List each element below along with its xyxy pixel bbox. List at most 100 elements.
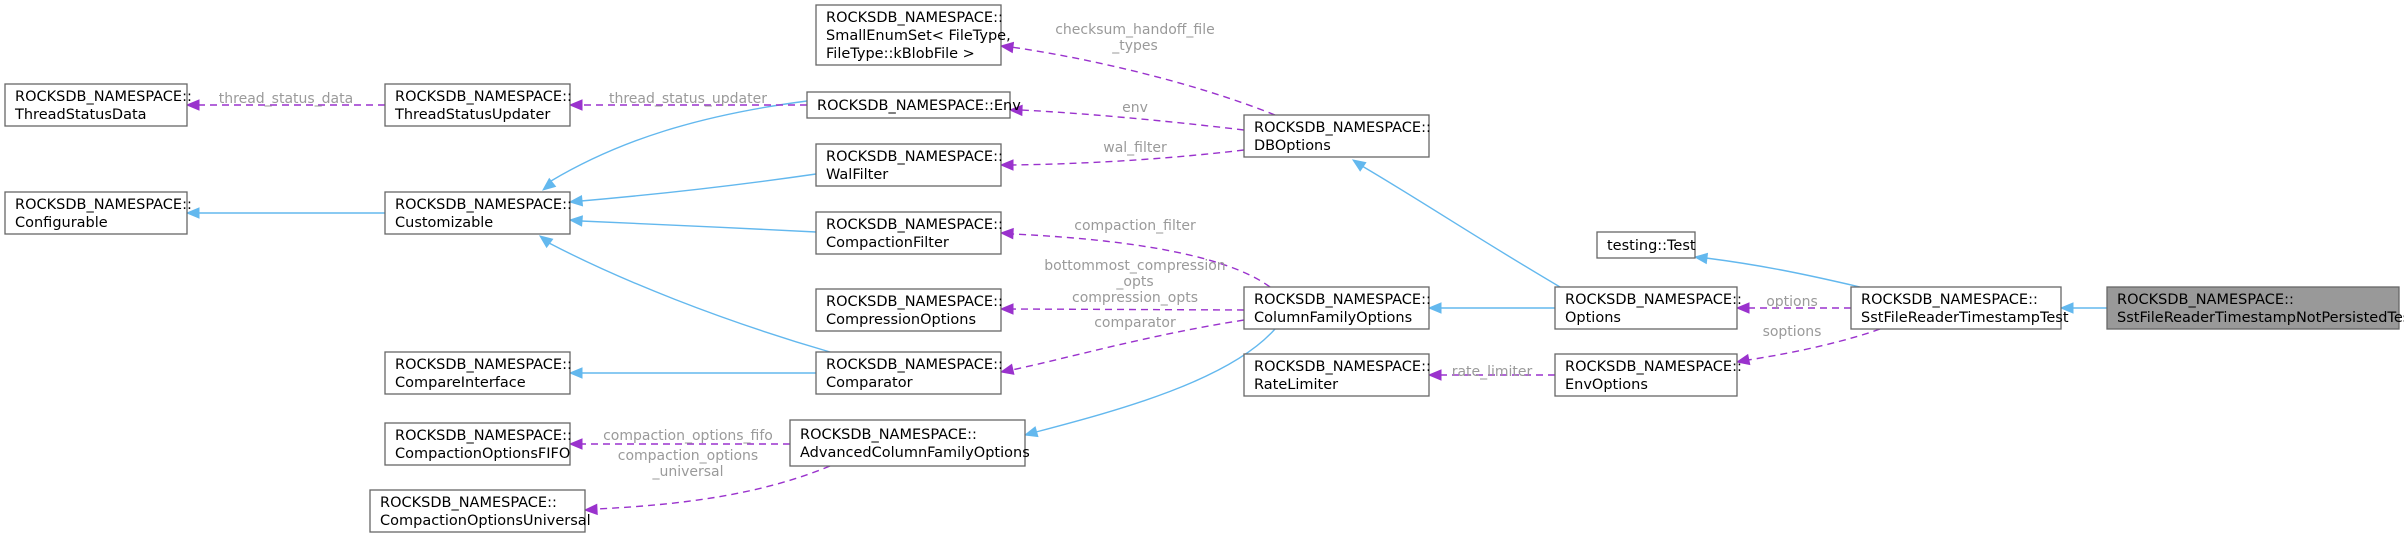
edge-label-group: compaction_filter	[1074, 218, 1196, 234]
node-rate-limiter[interactable]: ROCKSDB_NAMESPACE::RateLimiter	[1243, 353, 1431, 397]
edge-env-to-threadstatusupdater	[568, 99, 807, 111]
node-configurable-box	[4, 191, 188, 235]
edge-compactionfilter-to-customizable	[568, 215, 817, 233]
edge-dboptions-to-smallenumset	[999, 41, 1276, 116]
node-cf-options[interactable]: ROCKSDB_NAMESPACE::ColumnFamilyOptions	[1243, 286, 1431, 330]
node-sst-reader-not-persisted[interactable]: ROCKSDB_NAMESPACE::SstFileReaderTimestam…	[2106, 286, 2404, 330]
edge-sstreader-to-envoptions-line	[1747, 328, 1881, 361]
node-thread-status-updater-label-line: ROCKSDB_NAMESPACE::	[395, 89, 572, 105]
node-compare-interface-box	[384, 351, 571, 395]
node-compression-options[interactable]: ROCKSDB_NAMESPACE::CompressionOptions	[815, 288, 1003, 332]
node-compaction-options-universal[interactable]: ROCKSDB_NAMESPACE::CompactionOptionsUniv…	[369, 489, 591, 533]
node-thread-status-updater[interactable]: ROCKSDB_NAMESPACE::ThreadStatusUpdater	[384, 83, 572, 127]
edge-cfoptions-to-advanced	[1023, 328, 1276, 438]
edge-label-checksum-handoff: _types	[1111, 38, 1158, 54]
edge-label-checksum-handoff: checksum_handoff_file	[1055, 22, 1215, 38]
node-small-enum-set-box	[815, 4, 1002, 66]
node-small-enum-set-label-line: FileType::kBlobFile >	[826, 46, 975, 62]
edge-envoptions-to-ratelimiter	[1427, 369, 1555, 381]
node-compaction-filter[interactable]: ROCKSDB_NAMESPACE::CompactionFilter	[815, 211, 1003, 255]
edge-comparator-to-customizable-line	[548, 242, 831, 353]
node-options-box	[1554, 286, 1738, 330]
node-env-label-line: ROCKSDB_NAMESPACE::Env	[817, 98, 1021, 114]
node-customizable-label-line: ROCKSDB_NAMESPACE::	[395, 197, 572, 213]
node-compaction-options-fifo-label-line: CompactionOptionsFIFO	[395, 446, 570, 462]
edge-customizable-to-configurable-arrowhead	[185, 207, 200, 219]
edge-comparator-to-compareinterface-arrowhead	[568, 367, 583, 379]
node-env-options[interactable]: ROCKSDB_NAMESPACE::EnvOptions	[1554, 353, 1742, 397]
edge-advanced-to-universal	[583, 465, 831, 516]
edge-label-group: thread_status_updater	[609, 91, 767, 107]
node-wal-filter-box	[815, 143, 1002, 187]
node-compaction-options-universal-box	[369, 489, 586, 533]
node-cf-options-box	[1243, 286, 1430, 330]
edge-advanced-to-universal-line	[595, 465, 831, 510]
node-thread-status-data-box	[4, 83, 188, 127]
node-customizable[interactable]: ROCKSDB_NAMESPACE::Customizable	[384, 191, 572, 235]
node-db-options-label-line: DBOptions	[1254, 138, 1331, 154]
edge-label-group: env	[1122, 100, 1148, 116]
edge-label-env: env	[1122, 100, 1148, 116]
edge-label-compaction-options-fifo: compaction_options_fifo	[603, 428, 773, 444]
edge-label-options: options	[1766, 294, 1818, 310]
node-sst-reader-test-label-line: ROCKSDB_NAMESPACE::	[1861, 292, 2038, 308]
node-env[interactable]: ROCKSDB_NAMESPACE::Env	[806, 91, 1021, 119]
node-configurable[interactable]: ROCKSDB_NAMESPACE::Configurable	[4, 191, 192, 235]
node-sst-reader-test[interactable]: ROCKSDB_NAMESPACE::SstFileReaderTimestam…	[1850, 286, 2069, 330]
node-rate-limiter-label-line: ROCKSDB_NAMESPACE::	[1254, 359, 1431, 375]
node-compression-options-label-line: ROCKSDB_NAMESPACE::	[826, 294, 1003, 310]
node-comparator-label-line: ROCKSDB_NAMESPACE::	[826, 357, 1003, 373]
edge-customizable-to-configurable	[185, 207, 385, 219]
node-env-box	[806, 91, 1011, 119]
edge-walfilter-to-customizable-arrowhead	[568, 195, 584, 207]
node-compaction-filter-label-line: ROCKSDB_NAMESPACE::	[826, 217, 1003, 233]
node-compare-interface[interactable]: ROCKSDB_NAMESPACE::CompareInterface	[384, 351, 572, 395]
edge-compactionfilter-to-customizable-arrowhead	[568, 215, 583, 227]
node-advanced-cf-options[interactable]: ROCKSDB_NAMESPACE::AdvancedColumnFamilyO…	[789, 419, 1030, 467]
node-options-label-line: ROCKSDB_NAMESPACE::	[1565, 292, 1742, 308]
node-compaction-filter-label-line: CompactionFilter	[826, 235, 949, 251]
edge-notpersisted-to-sstreader-arrowhead	[2059, 302, 2074, 314]
edge-threadstatusupdater-to-threadstatusdata	[185, 99, 385, 111]
edge-label-group: comparator	[1094, 315, 1176, 331]
edge-envoptions-to-ratelimiter-arrowhead	[1427, 369, 1442, 381]
edge-cfoptions-to-compactionfilter	[999, 227, 1271, 288]
node-comparator[interactable]: ROCKSDB_NAMESPACE::Comparator	[815, 351, 1003, 395]
edge-label-rate-limiter: rate_limiter	[1452, 364, 1533, 380]
edge-comparator-to-customizable	[538, 235, 831, 353]
edge-dboptions-to-env	[1008, 104, 1245, 131]
edge-threadstatusupdater-to-threadstatusdata-arrowhead	[185, 99, 200, 111]
node-wal-filter[interactable]: ROCKSDB_NAMESPACE::WalFilter	[815, 143, 1003, 187]
node-thread-status-data[interactable]: ROCKSDB_NAMESPACE::ThreadStatusData	[4, 83, 192, 127]
node-compaction-filter-box	[815, 211, 1002, 255]
node-db-options[interactable]: ROCKSDB_NAMESPACE::DBOptions	[1243, 114, 1431, 158]
edge-sstreader-to-options	[1735, 302, 1851, 314]
edge-label-group: bottommost_compression	[1044, 258, 1225, 274]
edge-cfoptions-to-compactionfilter-arrowhead	[999, 227, 1014, 240]
edge-dboptions-to-walfilter-arrowhead	[999, 159, 1014, 171]
edge-label-bottommost-compression: bottommost_compression	[1044, 258, 1225, 274]
node-sst-reader-not-persisted-box	[2106, 286, 2400, 330]
node-options-label-line: Options	[1565, 310, 1621, 326]
node-compaction-options-fifo-label-line: ROCKSDB_NAMESPACE::	[395, 428, 572, 444]
node-testing-test[interactable]: testing::Test	[1596, 231, 1696, 259]
edge-env-to-customizable	[541, 100, 808, 191]
edge-env-to-customizable-line	[550, 100, 808, 182]
node-options[interactable]: ROCKSDB_NAMESPACE::Options	[1554, 286, 1742, 330]
edge-dboptions-to-smallenumset-line	[1010, 46, 1276, 116]
edge-label-soptions: soptions	[1763, 324, 1822, 340]
edge-advanced-to-fifo	[568, 438, 790, 450]
node-compaction-options-fifo[interactable]: ROCKSDB_NAMESPACE::CompactionOptionsFIFO	[384, 422, 572, 466]
edge-sstreader-to-envoptions	[1735, 328, 1881, 366]
edge-label-group: compaction_options_fifo	[603, 428, 773, 444]
edge-label-thread-status-data: thread_status_data	[219, 91, 353, 107]
edge-label-compaction-filter: compaction_filter	[1074, 218, 1196, 234]
edge-env-to-threadstatusupdater-arrowhead	[568, 99, 583, 111]
edge-label-bottommost-compression: _opts	[1115, 274, 1153, 290]
node-env-options-label-line: ROCKSDB_NAMESPACE::	[1565, 359, 1742, 375]
node-rate-limiter-label-line: RateLimiter	[1254, 377, 1338, 393]
node-sst-reader-not-persisted-label-line: ROCKSDB_NAMESPACE::	[2117, 292, 2294, 308]
edge-label-bottommost-compression: compression_opts	[1072, 290, 1198, 306]
node-small-enum-set[interactable]: ROCKSDB_NAMESPACE::SmallEnumSet< FileTyp…	[815, 4, 1011, 66]
